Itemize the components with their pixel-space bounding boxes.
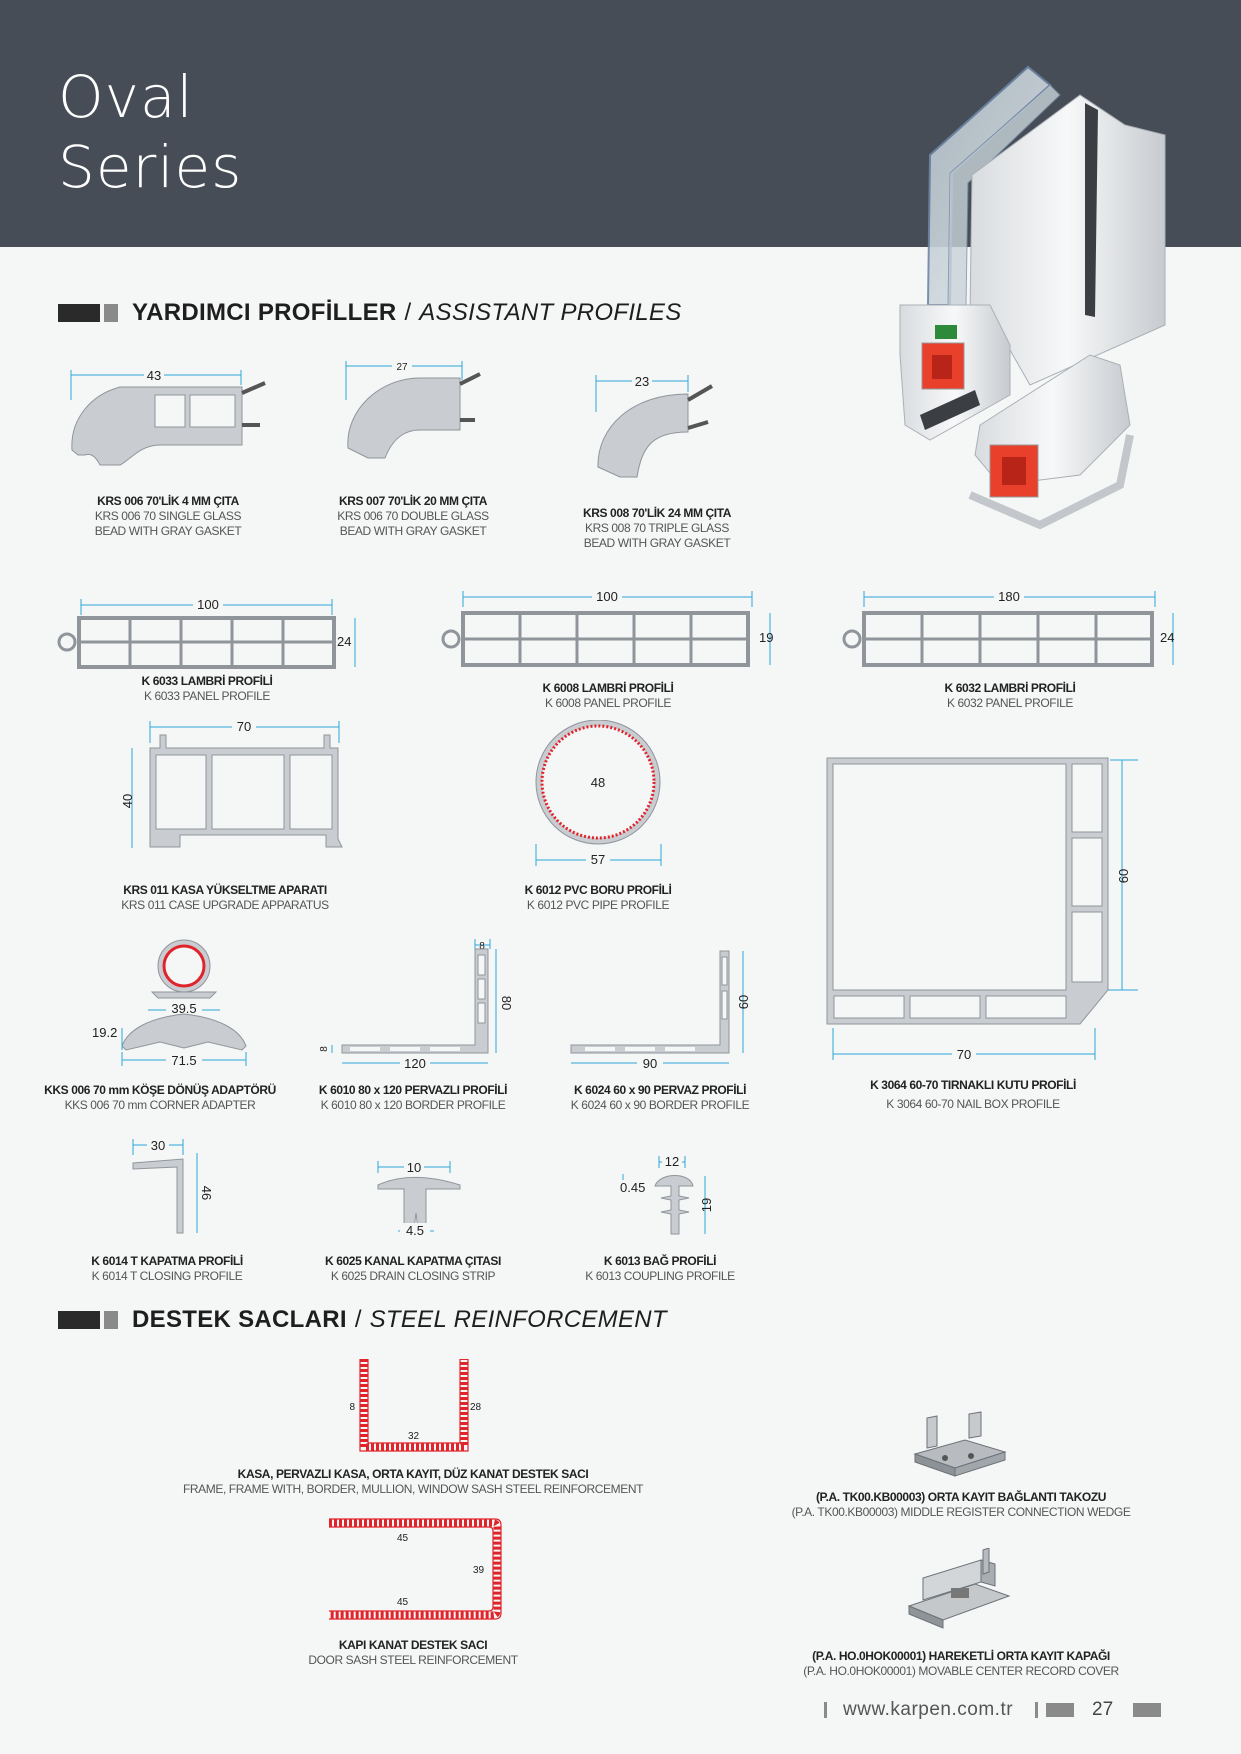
footer-gray-block — [1133, 1703, 1162, 1717]
k6024-dim-width: 90 — [643, 1056, 657, 1070]
k6008-dim-height: 19 — [759, 630, 773, 645]
k6013-caption: K 6013 BAĞ PROFİLİ K 6013 COUPLING PROFI… — [585, 1254, 735, 1283]
connection-wedge-image — [913, 1411, 1007, 1477]
k6033-dim-height: 24 — [337, 634, 351, 649]
k6014-dim-width: 30 — [151, 1138, 165, 1153]
heading-gray-block — [104, 304, 118, 322]
krs011-dim-width: 70 — [237, 719, 251, 734]
footer-url[interactable]: www.karpen.com.tr — [843, 1699, 1014, 1720]
k6013-dim-height: 19 — [699, 1198, 714, 1212]
steel-door-caption: KAPI KANAT DESTEK SACI DOOR SASH STEEL R… — [308, 1638, 518, 1667]
k6032-dim-width: 180 — [998, 589, 1020, 604]
heading-gray-block — [104, 1311, 118, 1329]
k6032-caption: K 6032 LAMBRİ PROFİLİ K 6032 PANEL PROFI… — [944, 681, 1076, 710]
series-title-line2: Series — [58, 133, 243, 201]
section-heading-steel: DESTEK SACLARI / STEEL REINFORCEMENT — [58, 1305, 667, 1335]
k6014-caption: K 6014 T KAPATMA PROFİLİ K 6014 T CLOSIN… — [91, 1254, 243, 1283]
k6008-caption: K 6008 LAMBRİ PROFİLİ K 6008 PANEL PROFI… — [542, 681, 674, 710]
heading-separator: / — [404, 299, 412, 326]
kks006-caption: KKS 006 70 mm KÖŞE DÖNÜŞ ADAPTÖRÜ KKS 00… — [44, 1083, 276, 1112]
k6025-dim-width: 10 — [407, 1160, 421, 1175]
footer-gray-block — [1046, 1703, 1075, 1717]
steel-frame-drawing: 28 32 28 — [350, 1359, 482, 1452]
steel-door-drawing: 45 39 45 — [329, 1518, 502, 1620]
k6013-drawing: 12 0.45 19 — [619, 1154, 714, 1235]
k6024-caption: K 6024 60 x 90 PERVAZ PROFİLİ K 6024 60 … — [570, 1083, 750, 1112]
k3064-dim-height: 60 — [1116, 869, 1131, 883]
k6033-caption: K 6033 LAMBRİ PROFİLİ K 6033 PANEL PROFI… — [141, 674, 273, 703]
k6012-dim-outer: 57 — [591, 852, 605, 867]
center-record-cover-image — [907, 1548, 1011, 1629]
k6013-dim-width: 12 — [665, 1154, 679, 1169]
window-profile-image — [899, 65, 1166, 530]
steel-frame-dim-right: 28 — [470, 1402, 482, 1413]
k6024-drawing: 60 90 — [570, 950, 751, 1070]
k6032-dim-height: 24 — [1160, 630, 1174, 645]
heading-black-block — [58, 304, 100, 322]
k6033-dim-width: 100 — [197, 597, 219, 612]
k6010-dim-flange: 8 — [320, 1046, 330, 1052]
heading-black-block — [58, 1311, 100, 1329]
k6014-dim-height: 46 — [199, 1186, 214, 1200]
krs006-dim: 43 — [147, 368, 161, 383]
footer-divider — [1035, 1702, 1039, 1718]
krs011-dim-height: 40 — [120, 794, 135, 808]
heading-tr: DESTEK SACLARI — [132, 1306, 347, 1333]
k6010-dim-top: 8 — [479, 941, 485, 952]
steel-door-dim-top: 45 — [397, 1533, 409, 1544]
k6024-dim-height: 60 — [736, 995, 751, 1009]
k3064-dim-width: 70 — [957, 1047, 971, 1062]
krs011-caption: KRS 011 KASA YÜKSELTME APARATI KRS 011 C… — [121, 883, 329, 912]
section-heading-assistant: YARDIMCI PROFİLLER / ASSISTANT PROFILES — [58, 298, 682, 328]
wedge-caption: (P.A. TK00.KB00003) ORTA KAYIT BAĞLANTI … — [791, 1490, 1131, 1519]
krs006-drawing: 43 — [70, 366, 266, 466]
footer-divider — [824, 1702, 827, 1718]
k6025-drawing: 10 4.5 — [377, 1160, 461, 1238]
k6010-dim-height: 80 — [499, 996, 514, 1010]
krs008-caption: KRS 008 70'LİK 24 MM ÇITA KRS 008 70 TRI… — [582, 506, 732, 550]
krs008-dim: 23 — [635, 374, 649, 389]
k6025-dim-gap: 4.5 — [406, 1223, 424, 1238]
kks006-dim-side: 19.2 — [92, 1025, 117, 1040]
kks006-dim-bottom: 71.5 — [171, 1053, 196, 1068]
steel-frame-caption: KASA, PERVAZLI KASA, ORTA KAYIT, DÜZ KAN… — [182, 1467, 644, 1496]
page-number: 27 — [1092, 1699, 1114, 1720]
steel-door-dim-bottom: 45 — [397, 1597, 409, 1608]
k6008-dim-width: 100 — [596, 589, 618, 604]
krs008-drawing: 23 — [595, 373, 714, 478]
cover-caption: (P.A. HO.0HOK00001) HAREKETLİ ORTA KAYIT… — [803, 1649, 1119, 1678]
k6008-drawing: 100 19 — [441, 589, 773, 667]
krs007-caption: KRS 007 70'LİK 20 MM ÇITA KRS 006 70 DOU… — [337, 494, 489, 538]
heading-tr: YARDIMCI PROFİLLER — [132, 299, 397, 326]
k6012-dim-inner: 48 — [591, 775, 605, 790]
page-footer: www.karpen.com.tr 27 — [824, 1697, 1162, 1723]
steel-frame-dim-bottom: 32 — [408, 1431, 420, 1442]
k6010-caption: K 6010 80 x 120 PERVAZLI PROFİLİ K 6010 … — [318, 1083, 508, 1112]
steel-frame-dim-left: 28 — [350, 1402, 356, 1413]
k6012-caption: K 6012 PVC BORU PROFİLİ K 6012 PVC PIPE … — [524, 883, 672, 912]
k6014-drawing: 30 46 — [132, 1138, 214, 1234]
k6025-caption: K 6025 KANAL KAPATMA ÇITASI K 6025 DRAIN… — [325, 1254, 501, 1283]
k6013-dim-thickness: 0.45 — [620, 1180, 645, 1195]
heading-en: STEEL REINFORCEMENT — [369, 1306, 667, 1333]
series-title: Oval Series — [58, 62, 242, 202]
krs011-drawing: 70 40 — [120, 719, 343, 848]
kks006-drawing: 39.5 19.2 71.5 — [92, 939, 247, 1068]
k6033-drawing: 100 24 — [57, 597, 356, 669]
krs007-dim: 27 — [396, 362, 408, 373]
k6032-drawing: 180 24 — [842, 589, 1174, 667]
krs006-caption: KRS 006 70'LİK 4 MM ÇITA KRS 006 70 SING… — [94, 494, 242, 538]
k6010-drawing: 8 80 8 120 — [320, 939, 514, 1070]
k3064-drawing: 60 70 — [826, 757, 1138, 1062]
heading-en: ASSISTANT PROFILES — [419, 299, 682, 326]
k3064-caption: K 3064 60-70 TIRNAKLI KUTU PROFİLİ K 306… — [870, 1078, 1076, 1111]
krs007-drawing: 27 — [345, 360, 481, 459]
series-title-line1: Oval — [58, 63, 194, 131]
heading-separator: / — [354, 1306, 362, 1333]
steel-door-dim-side: 39 — [473, 1565, 485, 1576]
k6010-dim-width: 120 — [404, 1056, 426, 1070]
k6012-drawing: 48 57 — [535, 720, 662, 868]
kks006-dim-top: 39.5 — [171, 1001, 196, 1016]
